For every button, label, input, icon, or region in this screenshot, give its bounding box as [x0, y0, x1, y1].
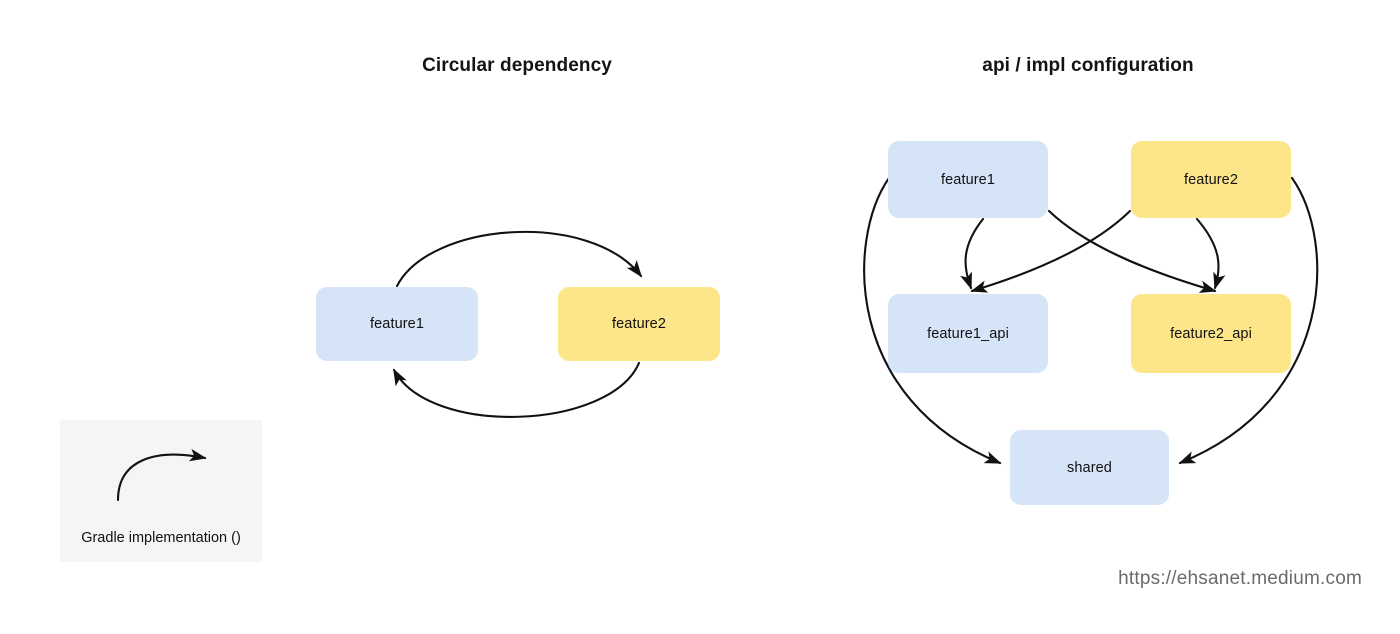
edge-r-feature1-to-shared — [863, 176, 1002, 465]
panel-title-api-impl-configuration: api / impl configuration — [982, 55, 1194, 76]
node-feature1-right[interactable]: feature1 — [888, 141, 1048, 218]
panel-title-circular-dependency: Circular dependency — [422, 55, 612, 76]
edge-r-feature2-to-shared — [1178, 176, 1319, 465]
legend-box: Gradle implementation () — [60, 420, 262, 562]
edge-l-feature2-to-feature1 — [392, 361, 641, 418]
edge-r-feature2-to-feature1-api — [970, 209, 1132, 293]
edge-r-feature1-to-feature1-api — [960, 217, 985, 290]
watermark-url: https://ehsanet.medium.com — [1118, 568, 1362, 589]
node-feature1-left[interactable]: feature1 — [316, 287, 478, 361]
legend-caption: Gradle implementation () — [81, 530, 241, 546]
node-feature2-left[interactable]: feature2 — [558, 287, 720, 361]
edge-l-feature1-to-feature2 — [395, 230, 643, 288]
node-feature2-right[interactable]: feature2 — [1131, 141, 1291, 218]
edge-r-feature1-to-feature2-api — [1047, 209, 1217, 293]
node-feature1-api[interactable]: feature1_api — [888, 294, 1048, 373]
node-shared[interactable]: shared — [1010, 430, 1169, 505]
edge-r-feature2-to-feature2-api — [1195, 217, 1226, 290]
node-feature2-api[interactable]: feature2_api — [1131, 294, 1291, 373]
curved-arrow-icon — [116, 448, 207, 502]
